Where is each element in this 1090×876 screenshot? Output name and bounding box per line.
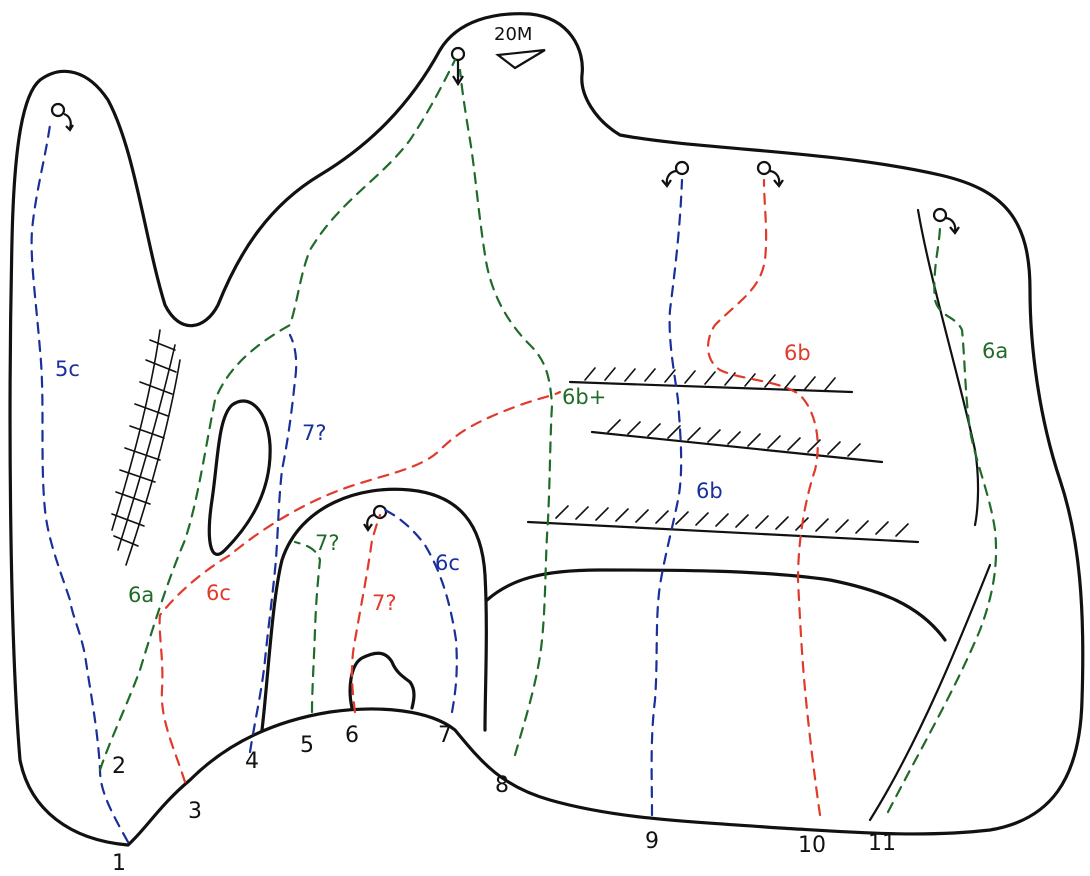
route-line-1 bbox=[30, 123, 130, 844]
rock-texture-hatching bbox=[111, 329, 181, 566]
route-line-10 bbox=[707, 178, 822, 817]
route-number-4: 4 bbox=[245, 749, 259, 774]
lower-slab bbox=[485, 568, 947, 642]
route-number-2: 2 bbox=[112, 754, 126, 779]
route-number-10: 10 bbox=[798, 833, 826, 858]
cliff-outline bbox=[8, 12, 1085, 847]
central-arch bbox=[260, 487, 488, 732]
anchor-icon bbox=[50, 102, 74, 132]
grade-label-3: 6c bbox=[206, 581, 231, 605]
scale-indicator: 20M bbox=[494, 24, 546, 70]
route-number-3: 3 bbox=[188, 799, 202, 824]
rock-hole bbox=[207, 399, 272, 556]
grade-label-4: 7? bbox=[302, 421, 327, 445]
anchor-icon bbox=[756, 160, 784, 188]
anchor-icon bbox=[450, 46, 466, 87]
grade-label-7: 6c bbox=[435, 551, 460, 575]
right-ramp bbox=[868, 563, 992, 822]
route-number-6: 6 bbox=[345, 723, 359, 748]
scale-label: 20M bbox=[494, 24, 532, 45]
route-lines bbox=[30, 58, 998, 844]
route-number-8: 8 bbox=[495, 773, 509, 798]
cave-opening bbox=[348, 651, 416, 710]
right-crack bbox=[916, 208, 980, 527]
route-line-5 bbox=[293, 540, 322, 714]
route-line-9 bbox=[650, 178, 684, 817]
route-line-2 bbox=[98, 58, 457, 772]
anchor-icon bbox=[363, 504, 388, 532]
route-line-8 bbox=[458, 68, 554, 757]
grade-label-9: 6b bbox=[696, 479, 723, 503]
grade-labels: 5c 6a 6c 7? 7? 7? 6c 6b+ 6b 6b 6a bbox=[55, 339, 1008, 615]
route-line-4 bbox=[248, 333, 298, 754]
grade-label-6: 7? bbox=[372, 591, 397, 615]
route-number-9: 9 bbox=[645, 829, 659, 854]
route-line-7 bbox=[383, 508, 458, 714]
route-number-7: 7 bbox=[438, 723, 452, 748]
grade-label-8: 6b+ bbox=[562, 385, 606, 409]
grade-label-10: 6b bbox=[784, 341, 811, 365]
route-number-11: 11 bbox=[868, 831, 896, 856]
anchor-icon bbox=[661, 160, 690, 188]
route-number-5: 5 bbox=[300, 733, 314, 758]
route-line-3 bbox=[158, 390, 562, 784]
grade-label-2: 6a bbox=[128, 583, 154, 607]
route-numbers: 1 2 3 4 5 6 7 8 9 10 11 bbox=[112, 723, 896, 876]
overhang-roofs bbox=[526, 367, 920, 544]
anchors bbox=[50, 46, 960, 532]
route-number-1: 1 bbox=[112, 851, 126, 876]
grade-label-1: 5c bbox=[55, 357, 80, 381]
anchor-icon bbox=[932, 207, 960, 235]
grade-label-5: 7? bbox=[315, 531, 340, 555]
route-line-11 bbox=[886, 223, 998, 814]
route-line-6 bbox=[350, 513, 382, 714]
grade-label-11: 6a bbox=[982, 339, 1008, 363]
